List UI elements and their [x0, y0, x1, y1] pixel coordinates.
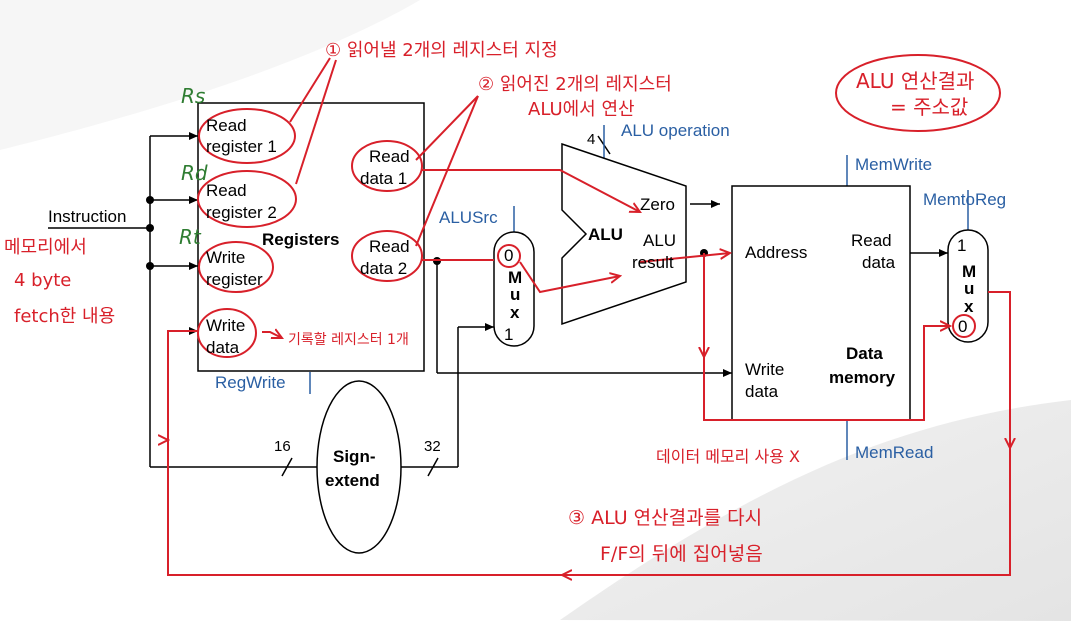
alu-block: [561, 142, 687, 326]
read-register-2-label-a: Read: [206, 181, 247, 200]
read-data-2-label-b: data 2: [360, 259, 407, 278]
write-reg-note: 기록할 레지스터 1개: [288, 332, 409, 348]
memtoreg-mux: [947, 229, 989, 343]
bits-32-label: 32: [424, 438, 441, 455]
data-memory-title-b: memory: [829, 368, 896, 387]
mem-read-data-label-b: data: [862, 253, 896, 272]
memtoreg-label: MemtoReg: [923, 190, 1006, 209]
rs-annotation: Rs: [181, 84, 205, 108]
sign-extend-block: [316, 380, 402, 554]
note3-annotation-a: ③ ALU 연산결과를 다시: [568, 507, 762, 529]
rd-annotation: Rd: [181, 161, 208, 185]
sign-extend-title-a: Sign-: [333, 447, 376, 466]
write-register-label-b: register: [206, 270, 263, 289]
registers-block: [197, 102, 425, 372]
write-data-label-a: Write: [206, 316, 245, 335]
mux-right-m: M: [962, 262, 976, 281]
memory-fetch-c: fetch한 내용: [14, 306, 115, 327]
sign-extend-title-b: extend: [325, 471, 380, 490]
zero-label: Zero: [640, 195, 675, 214]
address-label: Address: [745, 243, 807, 262]
regwrite-label: RegWrite: [215, 373, 286, 392]
mux-right-bottom: 0: [958, 317, 967, 336]
data-memory-block: [731, 185, 911, 421]
read-register-1-label-a: Read: [206, 116, 247, 135]
write-register-label-a: Write: [206, 248, 245, 267]
data-memory-title-a: Data: [846, 344, 883, 363]
alu-title: ALU: [588, 225, 623, 244]
mem-read-data-label-a: Read: [851, 231, 892, 250]
read-register-1-label-b: register 1: [206, 137, 277, 156]
memread-label: MemRead: [855, 443, 933, 462]
memory-fetch-b: 4 byte: [14, 270, 71, 291]
no-data-memory-note: 데이터 메모리 사용 X: [656, 447, 800, 466]
bits-16-label: 16: [274, 438, 291, 455]
alu-operation-label: ALU operation: [621, 121, 730, 140]
black-wires: [48, 132, 948, 477]
mux-right-u: u: [964, 279, 974, 298]
background-swoosh: [560, 400, 1071, 621]
memwrite-label: MemWrite: [855, 155, 932, 174]
read-data-2-label-a: Read: [369, 237, 410, 256]
read-data-1-label-a: Read: [369, 147, 410, 166]
alusrc-label: ALUSrc: [439, 208, 498, 227]
alu-result-box-b: = 주소값: [890, 95, 968, 119]
mux-left-top: 0: [504, 246, 513, 265]
note2-annotation-a: ② 읽어진 2개의 레지스터: [478, 74, 672, 95]
mux-left-m: M: [508, 268, 522, 287]
alusrc-mux: [493, 231, 535, 347]
alu-result-box-a: ALU 연산결과: [856, 69, 974, 93]
instruction-label: Instruction: [48, 207, 126, 226]
control-lines: [309, 125, 969, 460]
registers-title: Registers: [262, 230, 339, 249]
background-swoosh-2: [0, 0, 420, 150]
mem-write-data-label-b: data: [745, 382, 779, 401]
alu-op-bits: 4: [587, 131, 595, 148]
alu-result-label-b: result: [632, 253, 674, 272]
rt-annotation: Rt: [179, 225, 202, 249]
alu-result-label-a: ALU: [643, 231, 676, 250]
mux-right-x: x: [964, 297, 974, 316]
read-register-2-label-b: register 2: [206, 203, 277, 222]
note2-annotation-b: ALU에서 연산: [528, 99, 635, 120]
mux-right-top: 1: [957, 236, 966, 255]
read-data-1-label-b: data 1: [360, 169, 407, 188]
mem-write-data-label-a: Write: [745, 360, 784, 379]
write-data-label-b: data: [206, 338, 240, 357]
mux-left-x: x: [510, 303, 520, 322]
note1-annotation: ① 읽어낼 2개의 레지스터 지정: [325, 40, 558, 61]
memory-fetch-a: 메모리에서: [4, 237, 87, 258]
mux-left-bottom: 1: [504, 325, 513, 344]
mux-left-u: u: [510, 285, 520, 304]
red-paths: [167, 54, 1010, 575]
note3-annotation-b: F/F의 뒤에 집어넣음: [600, 543, 763, 565]
